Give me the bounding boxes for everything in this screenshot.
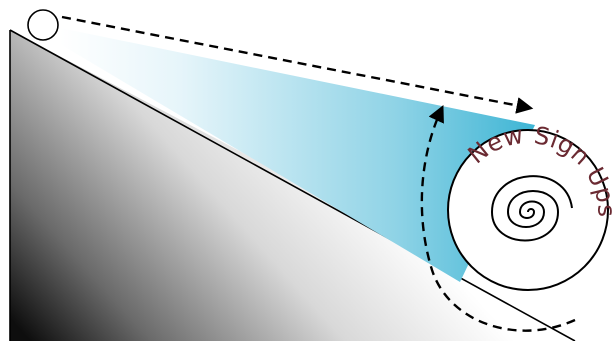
small-ball-icon — [27, 9, 59, 41]
dashed-arrow-curve — [420, 104, 576, 332]
spiral-icon — [490, 175, 573, 242]
big-ball: New Sign Ups — [447, 121, 612, 291]
growth-cone — [60, 28, 535, 282]
slope-line — [9, 29, 576, 341]
dashed-arrow-top — [61, 15, 534, 114]
